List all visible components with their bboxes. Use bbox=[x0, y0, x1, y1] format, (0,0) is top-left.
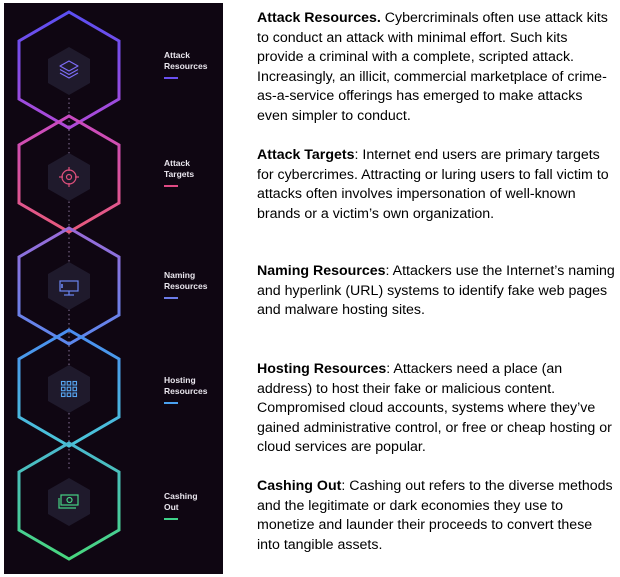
stage-label-cashing-out: Cashing Out bbox=[164, 491, 223, 520]
paragraph-heading: Attack Resources. bbox=[257, 10, 381, 26]
paragraph-attack-targets: Attack Targets: Internet end users are p… bbox=[257, 146, 617, 224]
monitor-icon bbox=[59, 280, 79, 296]
stage-label-hosting-resources: Hosting Resources bbox=[164, 375, 223, 404]
outer-hexagon-attack-targets bbox=[17, 114, 121, 234]
stage-label-line2: Resources bbox=[164, 61, 208, 71]
outer-hexagon-naming-resources bbox=[17, 226, 121, 346]
outer-hexagon-hosting-resources bbox=[17, 328, 121, 448]
paragraph-heading: Cashing Out bbox=[257, 478, 342, 494]
stage-label-line1: Attack bbox=[164, 158, 190, 168]
hexagon-chain-graphic bbox=[17, 10, 121, 561]
paragraph-body: : Internet end users are primary targets… bbox=[257, 147, 609, 222]
stages-panel: Attack Resources Attack Targets Naming R… bbox=[4, 3, 223, 574]
inner-hexagon-naming-resources bbox=[48, 262, 90, 310]
stage-label-line2: Resources bbox=[164, 386, 208, 396]
paragraph-body: : Cashing out refers to the diverse meth… bbox=[257, 478, 613, 553]
stage-label-line2: Resources bbox=[164, 281, 208, 291]
stage-underline bbox=[164, 402, 178, 404]
stage-label-line1: Hosting bbox=[164, 375, 196, 385]
paragraph-heading: Naming Resources bbox=[257, 263, 386, 279]
stage-label-line1: Cashing bbox=[164, 491, 198, 501]
paragraph-body: : Attackers use the Internet’s naming an… bbox=[257, 263, 615, 319]
inner-hexagon-hosting-resources bbox=[48, 365, 90, 413]
paragraph-attack-resources: Attack Resources. Cybercriminals often u… bbox=[257, 9, 617, 127]
paragraph-heading: Attack Targets bbox=[257, 147, 355, 163]
stage-label-line1: Naming bbox=[164, 270, 196, 280]
stage-label-attack-targets: Attack Targets bbox=[164, 158, 223, 187]
paragraph-heading: Hosting Resources bbox=[257, 361, 387, 377]
stage-underline bbox=[164, 185, 178, 187]
stage-underline bbox=[164, 77, 178, 79]
grid-icon bbox=[60, 380, 78, 398]
outer-hexagon-attack-resources bbox=[17, 10, 121, 130]
cash-icon bbox=[58, 494, 79, 509]
inner-hexagon-attack-targets bbox=[48, 153, 90, 201]
paragraph-hosting-resources: Hosting Resources: Attackers need a plac… bbox=[257, 360, 617, 458]
layers-icon bbox=[59, 60, 79, 79]
stage-underline bbox=[164, 518, 178, 520]
outer-hexagon-cashing-out bbox=[17, 441, 121, 561]
paragraph-body: Cybercriminals often use attack kits to … bbox=[257, 10, 608, 124]
stage-label-attack-resources: Attack Resources bbox=[164, 50, 223, 79]
stage-label-line2: Out bbox=[164, 502, 179, 512]
stage-label-line1: Attack bbox=[164, 50, 190, 60]
stage-label-naming-resources: Naming Resources bbox=[164, 270, 223, 299]
paragraph-body: : Attackers need a place (an address) to… bbox=[257, 361, 612, 456]
target-icon bbox=[59, 167, 79, 187]
stage-underline bbox=[164, 297, 178, 299]
paragraph-naming-resources: Naming Resources: Attackers use the Inte… bbox=[257, 262, 617, 321]
stage-label-line2: Targets bbox=[164, 169, 195, 179]
paragraph-cashing-out: Cashing Out: Cashing out refers to the d… bbox=[257, 477, 617, 555]
